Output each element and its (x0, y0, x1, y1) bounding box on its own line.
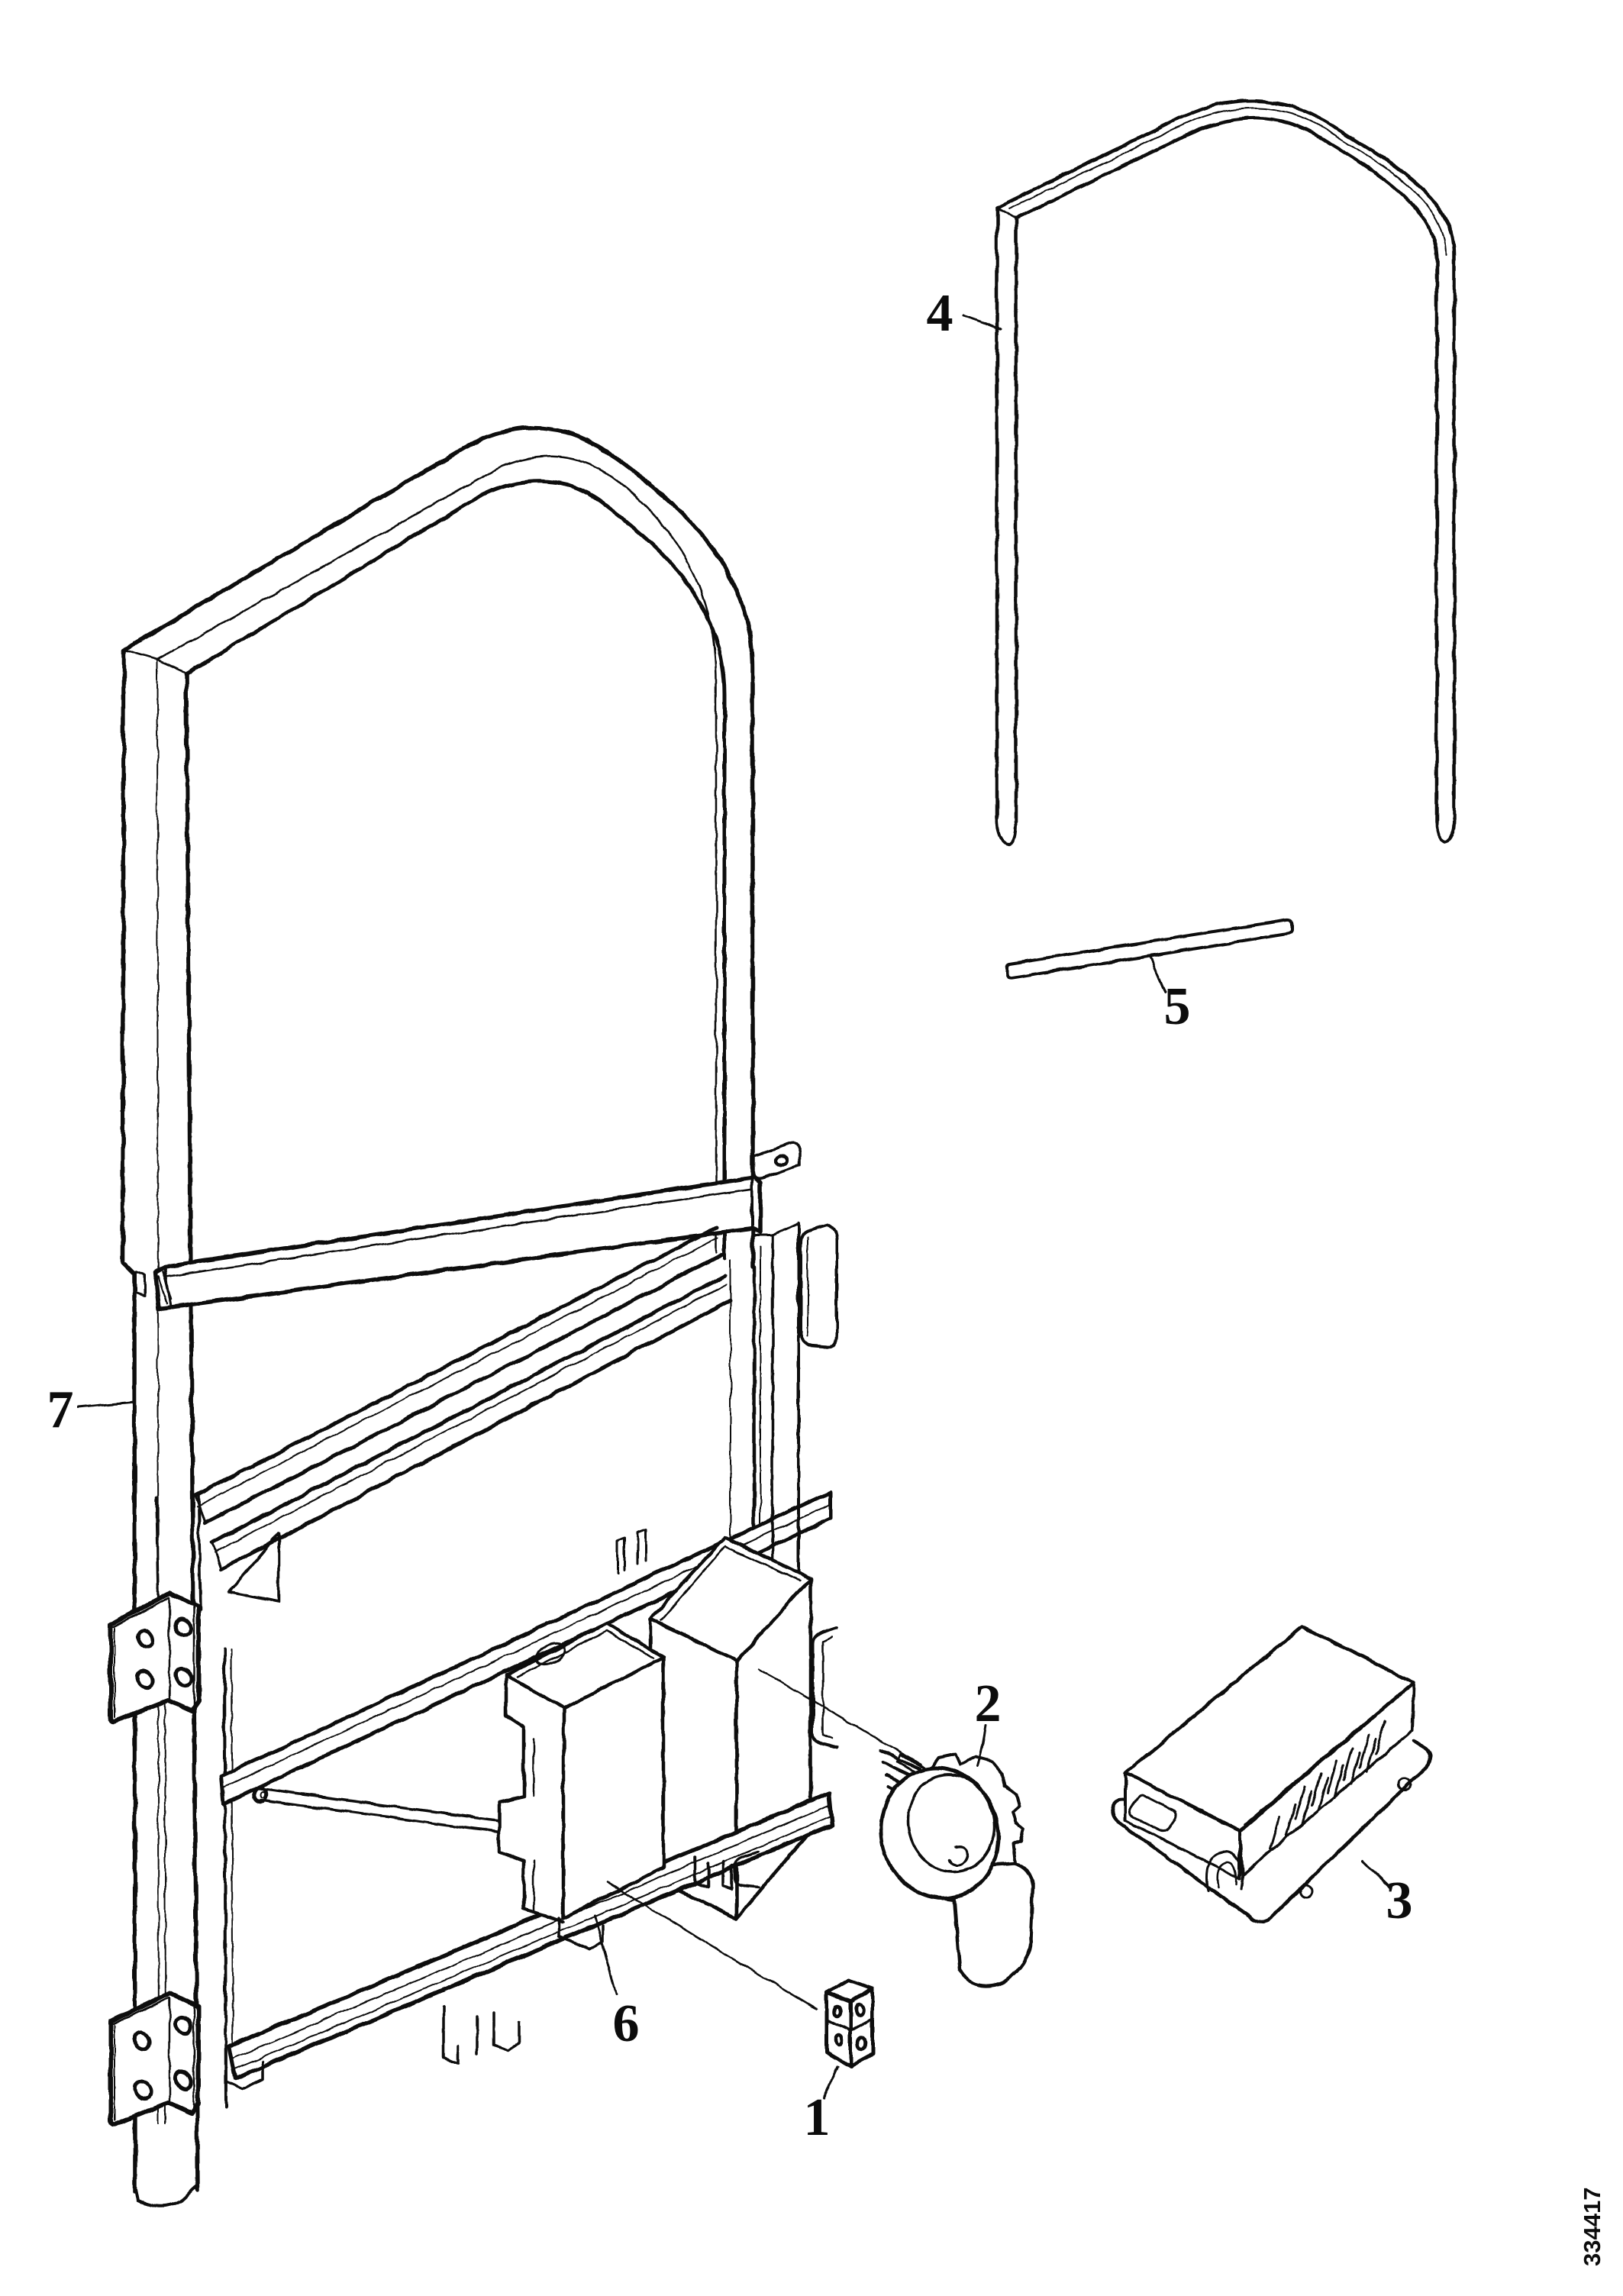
svg-text:1: 1 (804, 2088, 831, 2147)
svg-text:7: 7 (47, 1381, 74, 1439)
svg-text:4: 4 (927, 284, 953, 343)
svg-text:3: 3 (1386, 1871, 1413, 1930)
svg-text:334417: 334417 (1579, 2188, 1605, 2266)
svg-text:2: 2 (975, 1674, 1002, 1733)
svg-text:5: 5 (1164, 977, 1191, 1036)
svg-text:6: 6 (613, 1994, 640, 2053)
